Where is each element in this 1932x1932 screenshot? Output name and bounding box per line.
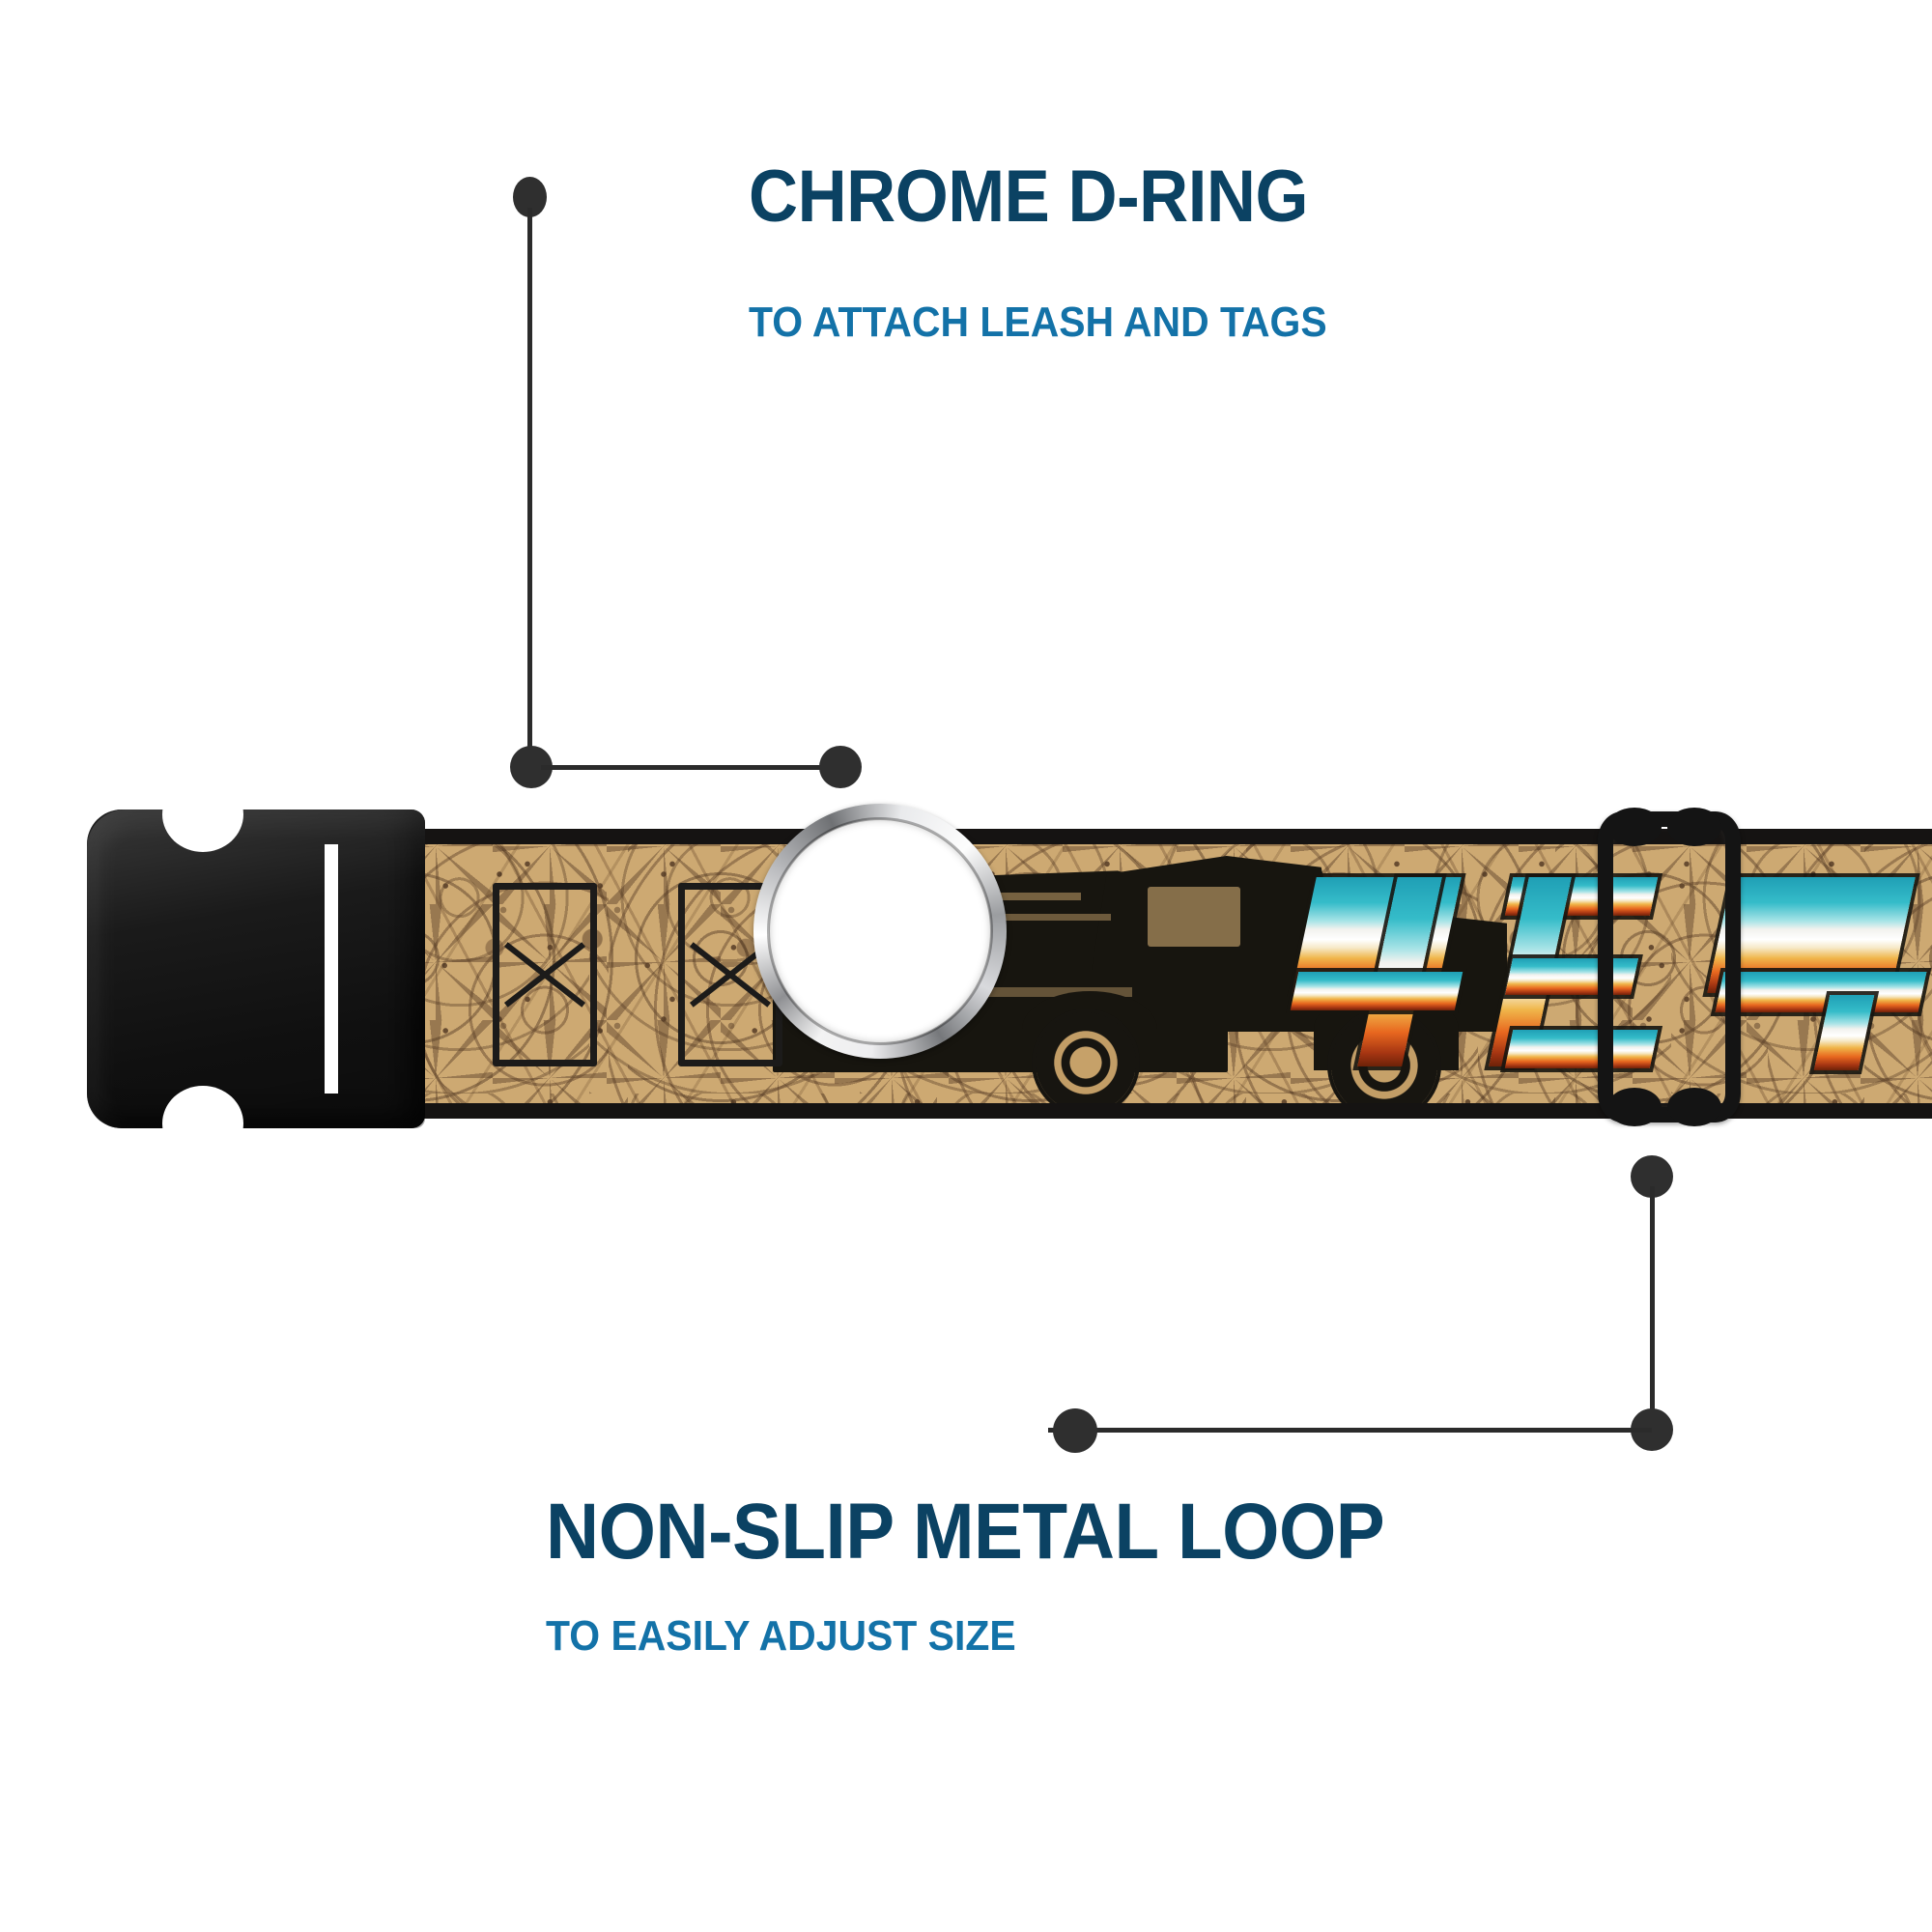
- leader-line-vertical-chrome-d-ring: [527, 208, 532, 773]
- leader-dot-end-chrome-d-ring: [819, 746, 862, 788]
- adjuster-loop-lobe-bottom-right: [1667, 1088, 1721, 1126]
- strap-face: DODGE DODGE: [319, 842, 1932, 1105]
- adjuster-loop-lobe-top-right: [1667, 808, 1721, 846]
- adjuster-loop-frame[interactable]: [1598, 811, 1741, 1122]
- stitch-box-1: [493, 883, 597, 1066]
- retro-glyph-3b: [1715, 972, 1927, 1012]
- buckle-notch-top: [162, 777, 243, 852]
- leader-dot-end-non-slip-metal-loop: [1053, 1408, 1097, 1453]
- buckle-notch-bottom: [162, 1086, 243, 1161]
- adjuster-loop-lobe-bottom-left: [1607, 1088, 1662, 1126]
- callout-title-chrome-d-ring: CHROME D-RING: [749, 156, 1308, 238]
- d-ring-inner-shading: [767, 817, 993, 1045]
- d-ring[interactable]: [753, 804, 1007, 1059]
- adjuster-loop-lobe-top-left: [1607, 808, 1662, 846]
- strap-edge-top: [319, 829, 1932, 844]
- leader-line-horizontal-chrome-d-ring: [541, 765, 852, 770]
- callout-subtitle-non-slip-metal-loop: TO EASILY ADJUST SIZE: [546, 1612, 1016, 1660]
- truck-wheel-front: [1036, 1012, 1136, 1105]
- buckle-body[interactable]: [87, 777, 425, 1161]
- callout-title-non-slip-metal-loop: NON-SLIP METAL LOOP: [546, 1488, 1385, 1576]
- callout-subtitle-chrome-d-ring: TO ATTACH LEASH AND TAGS: [749, 298, 1327, 346]
- leader-line-vertical-non-slip-metal-loop: [1650, 1186, 1655, 1430]
- truck-window-cab: [1148, 887, 1240, 947]
- retro-glyph-1c: [1290, 972, 1463, 1010]
- buckle-slot: [325, 844, 338, 1094]
- collar-strap: DODGE DODGE: [319, 829, 1932, 1119]
- buckle-sheen: [87, 810, 425, 1128]
- leader-line-horizontal-non-slip-metal-loop: [1048, 1428, 1652, 1433]
- strap-edge-bottom: [319, 1103, 1932, 1119]
